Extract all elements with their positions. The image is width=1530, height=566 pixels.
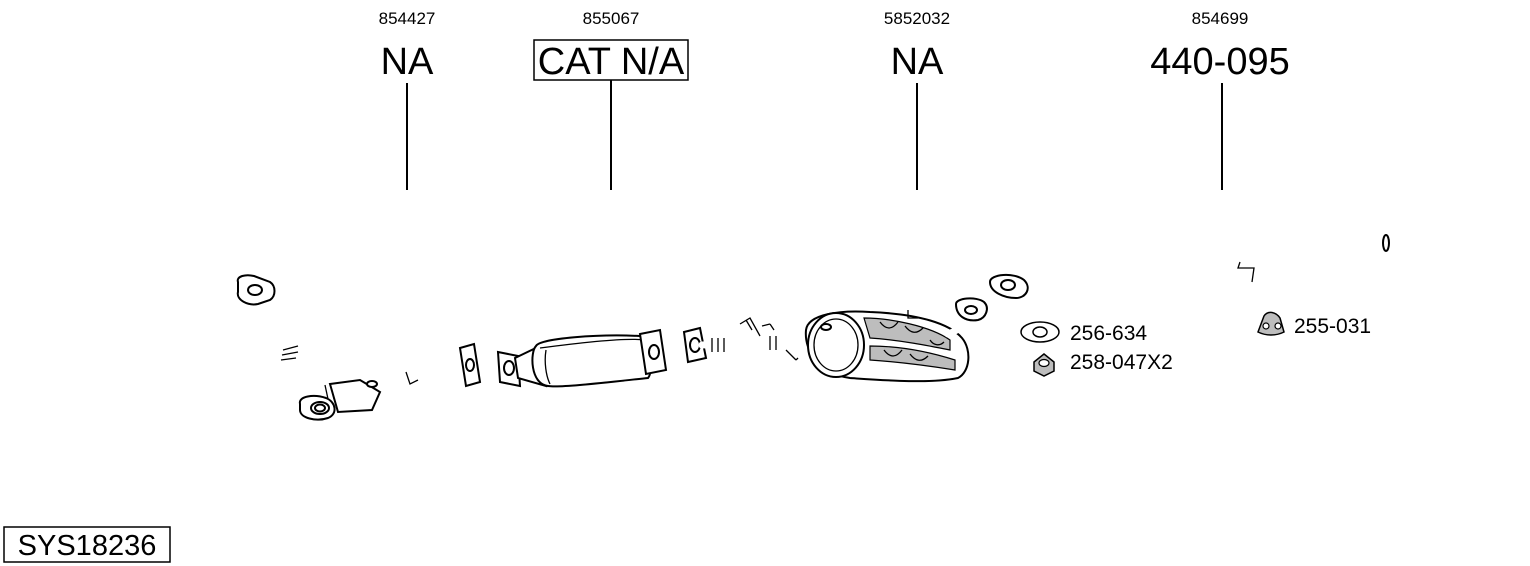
part-code: 5852032 <box>884 9 950 28</box>
gasket-ring-icon <box>1020 321 1060 343</box>
accessory-nut: 258-047X2 <box>1033 351 1173 377</box>
part-label: CAT N/A <box>538 41 685 83</box>
part-label: NA <box>381 41 434 83</box>
callout-tail-pipe: 854699 440-095 <box>1150 9 1290 190</box>
accessory-gasket: 256-634 <box>1020 321 1147 345</box>
system-id: SYS18236 <box>18 530 157 562</box>
front-pipe-drawing <box>236 274 482 421</box>
accessory-label: 258-047X2 <box>1070 351 1173 374</box>
accessory-hanger: 255-031 <box>1257 311 1371 338</box>
hex-nut-icon <box>1033 353 1055 377</box>
rubber-hanger-icon <box>1257 311 1285 336</box>
callout-catalytic-converter: 855067 CAT N/A <box>533 9 689 190</box>
callout-middle-silencer: 5852032 NA <box>884 9 950 190</box>
callout-front-pipe: 854427 NA <box>379 9 436 190</box>
part-code: 854699 <box>1192 9 1249 28</box>
accessory-label: 255-031 <box>1294 315 1371 338</box>
middle-silencer-drawing <box>682 297 988 383</box>
part-label: NA <box>891 41 944 83</box>
tail-pipe-drawing <box>988 234 1390 300</box>
accessory-label: 256-634 <box>1070 322 1147 345</box>
catalytic-converter-drawing <box>496 328 668 388</box>
part-code: 854427 <box>379 9 436 28</box>
part-label: 440-095 <box>1150 41 1289 83</box>
system-id-box: SYS18236 <box>3 526 171 563</box>
part-code: 855067 <box>583 9 640 28</box>
